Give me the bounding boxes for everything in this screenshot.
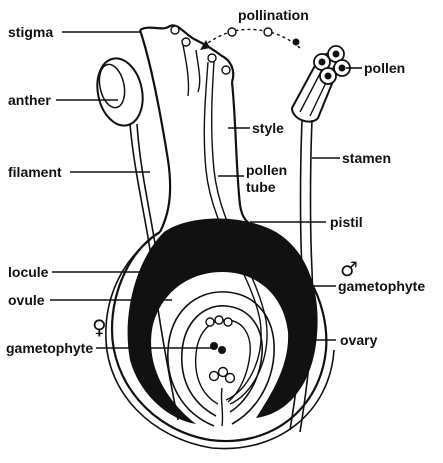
label-ovary: ovary [340, 332, 378, 348]
pollination-arrow [200, 28, 300, 50]
label-stigma: stigma [8, 24, 53, 40]
label-filament: filament [8, 164, 62, 180]
stigma-top [140, 25, 233, 82]
label-pollen-tube-line1: pollen [246, 162, 287, 178]
female-symbol: ♀ [92, 315, 107, 339]
label-anther: anther [8, 92, 51, 108]
label-style: style [252, 120, 284, 136]
label-ovule: ovule [8, 292, 45, 308]
label-pollination: pollination [238, 7, 309, 23]
label-locule: locule [8, 264, 49, 280]
label-pistil: pistil [330, 214, 363, 230]
label-pollen: pollen [364, 60, 405, 76]
label-pollen-tube-line2: tube [246, 179, 276, 195]
label-stamen: stamen [342, 150, 391, 166]
label-male-gametophyte: gametophyte [338, 278, 425, 294]
label-female-gametophyte: gametophyte [6, 340, 93, 356]
